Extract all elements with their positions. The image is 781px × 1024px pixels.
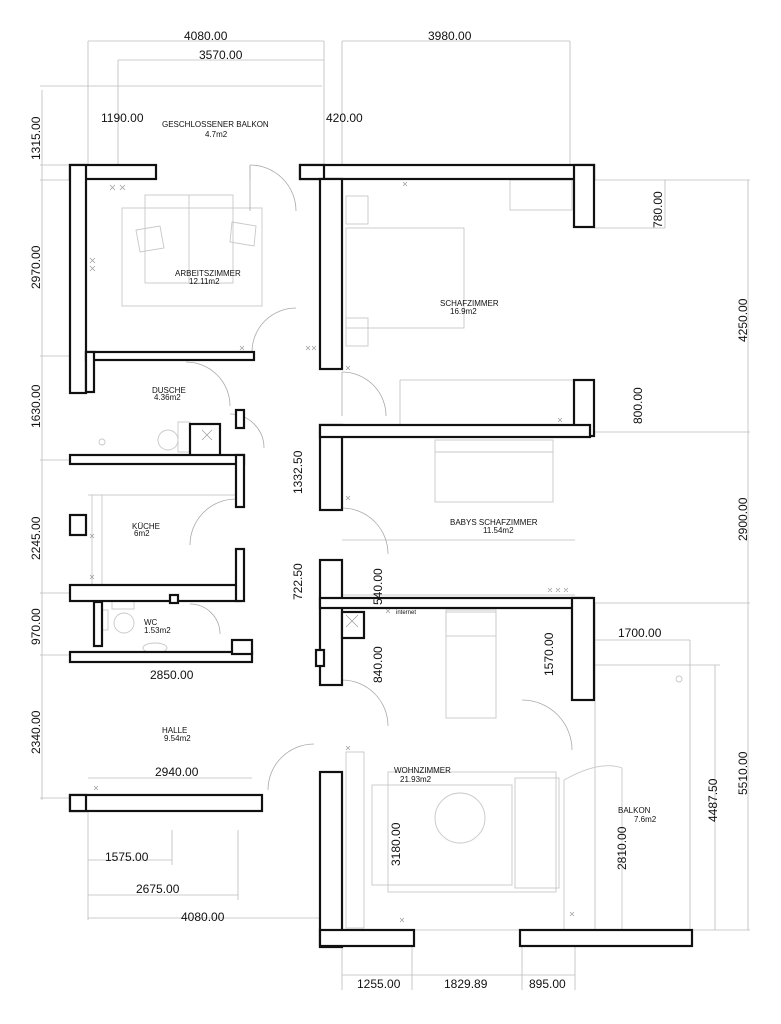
dim-wc-height: 970.00 [29, 608, 43, 645]
room-name-arbeitszimmer: ARBEITSZIMMER [175, 269, 241, 278]
dim-wohn-height: 3180.00 [389, 822, 403, 866]
room-area-babys-schlafzimmer: 11.54m2 [483, 526, 514, 535]
dim-corridor-lower: 722.50 [291, 563, 305, 600]
room-area-kueche: 6m2 [134, 529, 150, 538]
room-area-balkon: 7.6m2 [634, 815, 657, 824]
room-name-schlafzimmer: SCHAFZIMMER [440, 299, 499, 308]
dim-bottom-total-left: 4080.00 [181, 910, 225, 924]
room-name-balkon-closed: GESCHLOSSENER BALKON [162, 120, 269, 129]
dim-corridor-upper: 1332.50 [291, 450, 305, 494]
room-area-balkon-closed: 4.7m2 [205, 130, 228, 139]
room-name-balkon: BALKON [618, 806, 651, 815]
dimension-lines [40, 40, 750, 990]
room-name-babys-schlafzimmer: BABYS SCHAFZIMMER [450, 518, 538, 527]
dim-door-width: 540.00 [371, 568, 385, 605]
dim-bottom-1575: 1575.00 [105, 850, 149, 864]
room-area-halle: 9.54m2 [164, 734, 191, 743]
room-area-dusche: 4.36m2 [154, 393, 181, 402]
dim-balkon-inner: 2810.00 [615, 826, 629, 870]
dim-balcony-left: 1190.00 [101, 111, 144, 125]
room-name-kueche: KÜCHE [132, 522, 160, 531]
dimension-labels-vertical: 1315.00 2970.00 1630.00 2245.00 970.00 2… [29, 116, 750, 870]
dim-top-left-inner: 3570.00 [199, 48, 243, 62]
room-area-arbeitszimmer: 12.11m2 [189, 277, 220, 286]
doors [185, 164, 573, 791]
dim-schlaf-right-bottom: 800.00 [631, 387, 645, 424]
dim-top-right-total: 3980.00 [428, 29, 472, 43]
room-area-wohnzimmer: 21.93m2 [400, 775, 432, 784]
room-area-schlafzimmer: 16.9m2 [450, 307, 477, 316]
room-name-dusche: DUSCHE [152, 386, 186, 395]
dim-balkon-top: 1700.00 [618, 626, 662, 640]
dim-wohn-right-upper: 1570.00 [542, 632, 556, 676]
dim-wc-bottom: 2850.00 [150, 668, 194, 682]
dim-bottom-2675: 2675.00 [136, 882, 180, 896]
dim-balkon-depth: 4487.50 [706, 778, 720, 822]
dim-bottom-895: 895.00 [529, 977, 566, 991]
dim-balcony-right: 420.00 [326, 111, 363, 125]
dim-schlaf-height: 4250.00 [736, 298, 750, 342]
dim-arbeits-height: 2970.00 [29, 245, 43, 289]
dimension-labels: 4080.00 3570.00 3980.00 1190.00 420.00 1… [101, 29, 662, 991]
room-name-wc: WC [144, 618, 158, 627]
room-name-wohnzimmer: WOHNZIMMER [394, 766, 451, 775]
dim-halle-bottom: 2940.00 [155, 765, 199, 779]
dim-halle-height: 2340.00 [29, 710, 43, 754]
internet-label: internet [396, 610, 416, 616]
walls [68, 163, 694, 949]
dim-top-left-total: 4080.00 [184, 29, 228, 43]
dim-bottom-1255: 1255.00 [357, 977, 401, 991]
room-labels: GESCHLOSSENER BALKON 4.7m2 ARBEITSZIMMER… [132, 120, 657, 824]
dim-baby-height: 2900.00 [736, 497, 750, 541]
dim-dusche-height: 1630.00 [29, 384, 43, 428]
room-name-halle: HALLE [162, 726, 187, 735]
room-area-wc: 1.53m2 [144, 626, 171, 635]
dim-balcony-height: 1315.00 [29, 116, 43, 160]
dim-wohn-left-upper: 840.00 [371, 646, 385, 683]
outlet-marks [89, 181, 575, 923]
dim-schlaf-right-top: 780.00 [651, 191, 665, 228]
dim-bottom-1829: 1829.89 [444, 977, 488, 991]
furniture [91, 179, 683, 930]
dim-balkon-total: 5510.00 [736, 751, 750, 795]
dim-kueche-height: 2245.00 [29, 516, 43, 560]
